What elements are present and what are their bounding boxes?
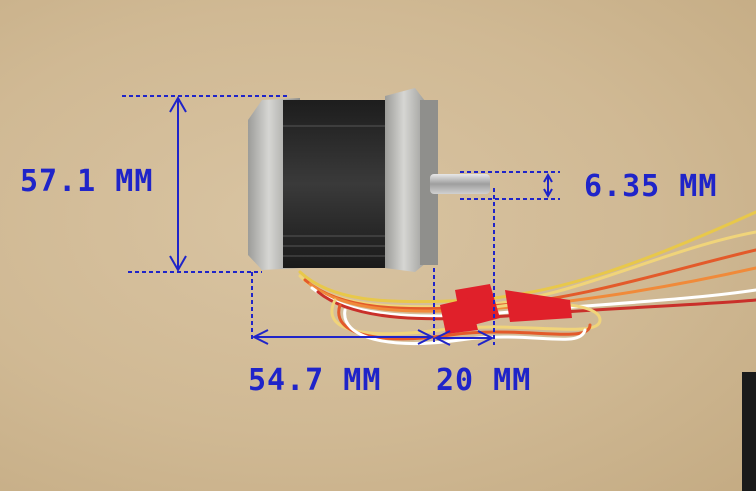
stepper-motor	[248, 88, 490, 272]
dimension-lines	[122, 95, 560, 346]
dark-object-edge	[742, 372, 756, 491]
shaft-diameter-dimension-label: 6.35 MM	[584, 169, 718, 204]
body-length-dimension-label: 54.7 MM	[248, 363, 382, 398]
shaft-length-dimension-label: 20 MM	[436, 363, 532, 398]
height-dimension-label: 57.1 MM	[20, 164, 154, 199]
wire-tape	[440, 284, 572, 334]
